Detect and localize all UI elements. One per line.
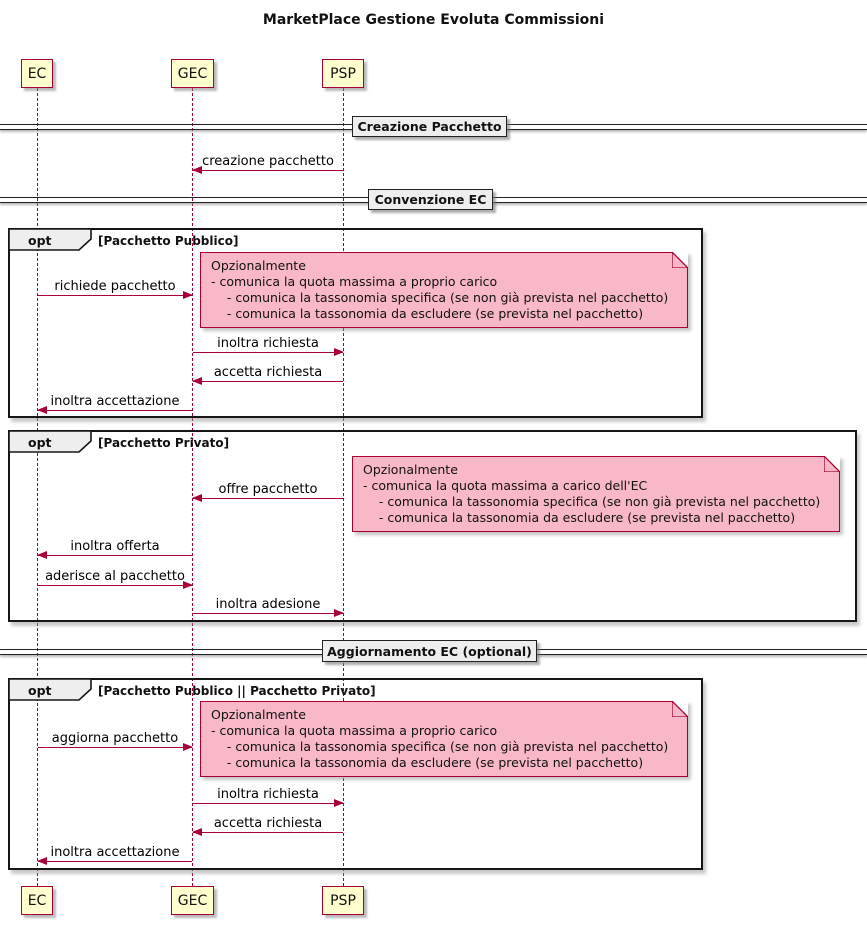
message-label: inoltra offerta: [70, 539, 160, 554]
arrowhead-left-icon: [192, 494, 202, 502]
lifeline-psp: [343, 88, 344, 886]
arrowhead-right-icon: [183, 743, 193, 751]
message-label: accetta richiesta: [213, 365, 323, 380]
note-fold-icon: [672, 251, 689, 268]
message-label: richiede pacchetto: [54, 279, 176, 294]
message-label: inoltra richiesta: [217, 336, 319, 351]
opt-tab-shape: [8, 678, 92, 701]
note-line: - comunica la tassonomia specifica (se n…: [363, 494, 821, 509]
participant-label: GEC: [177, 892, 208, 909]
divider-convenzione-ec: Convenzione EC: [368, 189, 493, 210]
arrowhead-left-icon: [37, 857, 47, 865]
participant-gec-bottom: GEC: [171, 886, 214, 915]
message-inoltra-richiesta: inoltra richiesta: [193, 336, 344, 356]
note-line: - comunica la quota massima a proprio ca…: [211, 274, 498, 289]
participant-label: PSP: [330, 892, 356, 909]
message-label: aderisce al pacchetto: [45, 569, 185, 584]
message-richiede-pacchetto: richiede pacchetto: [38, 279, 193, 299]
arrowhead-left-icon: [37, 551, 47, 559]
participant-psp-top: PSP: [322, 59, 364, 88]
note-line: - comunica la tassonomia specifica (se n…: [211, 290, 669, 305]
message-inoltra-adesione: inoltra adesione: [193, 597, 344, 617]
opt-tab-shape: [8, 228, 92, 251]
message-label: inoltra richiesta: [217, 787, 319, 802]
fragment-guard: [Pacchetto Pubblico]: [98, 234, 239, 248]
message-aggiorna-pacchetto: aggiorna pacchetto: [38, 731, 193, 751]
message-offre-pacchetto: offre pacchetto: [192, 482, 343, 502]
lifeline-ec: [37, 88, 38, 886]
message-inoltra-accettazione-2: inoltra accettazione: [37, 845, 192, 865]
note-line: Opzionalmente: [363, 462, 458, 477]
arrowhead-right-icon: [334, 609, 344, 617]
message-accetta-richiesta: accetta richiesta: [192, 365, 343, 385]
note-fold-icon: [672, 700, 689, 717]
divider-aggiornamento-ec: Aggiornamento EC (optional): [322, 640, 537, 662]
fragment-operator: opt: [28, 233, 52, 248]
fragment-opt-pacchetto-pubblico: opt [Pacchetto Pubblico]: [8, 228, 703, 418]
fragment-guard: [Pacchetto Pubblico || Pacchetto Privato…: [98, 684, 376, 698]
divider-label: Creazione Pacchetto: [357, 119, 502, 134]
participant-gec-top: GEC: [171, 59, 214, 88]
message-label: inoltra accettazione: [50, 394, 180, 409]
message-label: accetta richiesta: [213, 816, 323, 831]
note-line: - comunica la quota massima a proprio ca…: [211, 723, 498, 738]
arrowhead-right-icon: [183, 581, 193, 589]
participant-psp-bottom: PSP: [322, 886, 364, 915]
message-label: inoltra accettazione: [50, 845, 180, 860]
message-label: aggiorna pacchetto: [51, 731, 179, 746]
participant-label: EC: [27, 65, 47, 82]
fragment-guard: [Pacchetto Privato]: [98, 436, 230, 450]
arrowhead-right-icon: [183, 291, 193, 299]
message-accetta-richiesta-2: accetta richiesta: [192, 816, 343, 836]
fragment-opt-pacchetto-pubblico-o-privato: opt [Pacchetto Pubblico || Pacchetto Pri…: [8, 678, 703, 870]
note-opzionalmente-1: Opzionalmente - comunica la quota massim…: [200, 251, 689, 328]
participant-label: PSP: [330, 65, 356, 82]
note-line: - comunica la tassonomia da escludere (s…: [211, 755, 644, 770]
participant-label: EC: [27, 892, 47, 909]
message-creazione-pacchetto: creazione pacchetto: [192, 154, 343, 174]
fragment-opt-pacchetto-privato: opt [Pacchetto Privato]: [8, 430, 857, 622]
message-label: creazione pacchetto: [202, 154, 334, 169]
note-line: Opzionalmente: [211, 707, 306, 722]
divider-label: Convenzione EC: [374, 192, 487, 207]
fragment-operator: opt: [28, 435, 52, 450]
note-fold-icon: [824, 455, 841, 472]
divider-creazione-pacchetto: Creazione Pacchetto: [352, 116, 507, 137]
diagram-title: MarketPlace Gestione Evoluta Commissioni: [262, 12, 605, 28]
message-inoltra-richiesta-2: inoltra richiesta: [193, 787, 344, 807]
participant-ec-bottom: EC: [21, 886, 53, 915]
message-aderisce-al-pacchetto: aderisce al pacchetto: [38, 569, 193, 589]
arrowhead-left-icon: [192, 377, 202, 385]
note-opzionalmente-3: Opzionalmente - comunica la quota massim…: [200, 700, 689, 777]
message-label: offre pacchetto: [218, 482, 318, 497]
opt-tab-shape: [8, 430, 92, 453]
note-line: - comunica la tassonomia da escludere (s…: [363, 510, 796, 525]
note-line: - comunica la tassonomia specifica (se n…: [211, 739, 669, 754]
divider-label: Aggiornamento EC (optional): [327, 643, 532, 659]
note-opzionalmente-2: Opzionalmente - comunica la quota massim…: [352, 455, 841, 532]
note-line: - comunica la quota massima a carico del…: [363, 478, 648, 493]
arrowhead-right-icon: [334, 348, 344, 356]
participant-ec-top: EC: [21, 59, 53, 88]
message-inoltra-accettazione: inoltra accettazione: [37, 394, 192, 414]
fragment-operator: opt: [28, 683, 52, 698]
arrowhead-right-icon: [334, 799, 344, 807]
arrowhead-left-icon: [192, 828, 202, 836]
lifeline-gec: [192, 88, 193, 886]
arrowhead-left-icon: [37, 406, 47, 414]
arrowhead-left-icon: [192, 166, 202, 174]
participant-label: GEC: [177, 65, 208, 82]
message-label: inoltra adesione: [215, 597, 321, 612]
note-line: Opzionalmente: [211, 258, 306, 273]
message-inoltra-offerta: inoltra offerta: [37, 539, 192, 559]
note-line: - comunica la tassonomia da escludere (s…: [211, 306, 644, 321]
